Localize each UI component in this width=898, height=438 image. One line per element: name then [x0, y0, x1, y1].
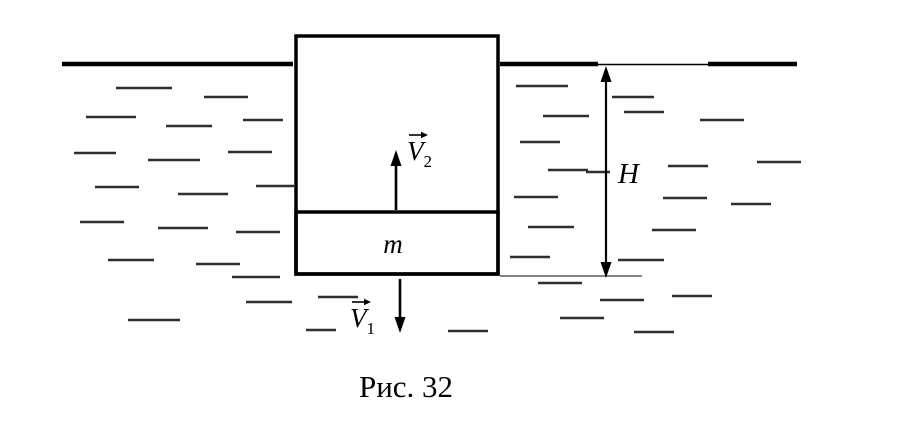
mass-block	[294, 210, 500, 276]
depth-label: H	[617, 158, 641, 190]
v2-arrowhead-icon	[390, 150, 402, 166]
v1-arrowhead-icon	[394, 317, 406, 333]
depth-H-arrow	[600, 66, 612, 278]
svg-text:V2: V2	[407, 136, 432, 171]
velocity-v1-label: V1	[350, 298, 375, 338]
velocity-v1-arrow	[394, 279, 406, 333]
v1-subscript: 1	[367, 319, 376, 338]
water-dashes	[74, 84, 801, 334]
svg-text:V1: V1	[350, 303, 375, 338]
v2-symbol: V	[407, 136, 427, 166]
depth-arrowhead-bottom-icon	[600, 262, 612, 278]
v1-vector-hat-icon	[352, 298, 371, 306]
v2-vector-hat-icon	[409, 131, 428, 139]
v1-symbol: V	[350, 303, 370, 333]
depth-arrowhead-top-icon	[600, 66, 612, 82]
water-surface	[62, 61, 797, 67]
velocity-v2-arrow	[390, 150, 402, 210]
v2-subscript: 2	[424, 152, 433, 171]
mass-label: m	[383, 229, 403, 259]
figure-caption: Рис. 32	[359, 369, 453, 404]
velocity-v2-label: V2	[407, 131, 432, 171]
